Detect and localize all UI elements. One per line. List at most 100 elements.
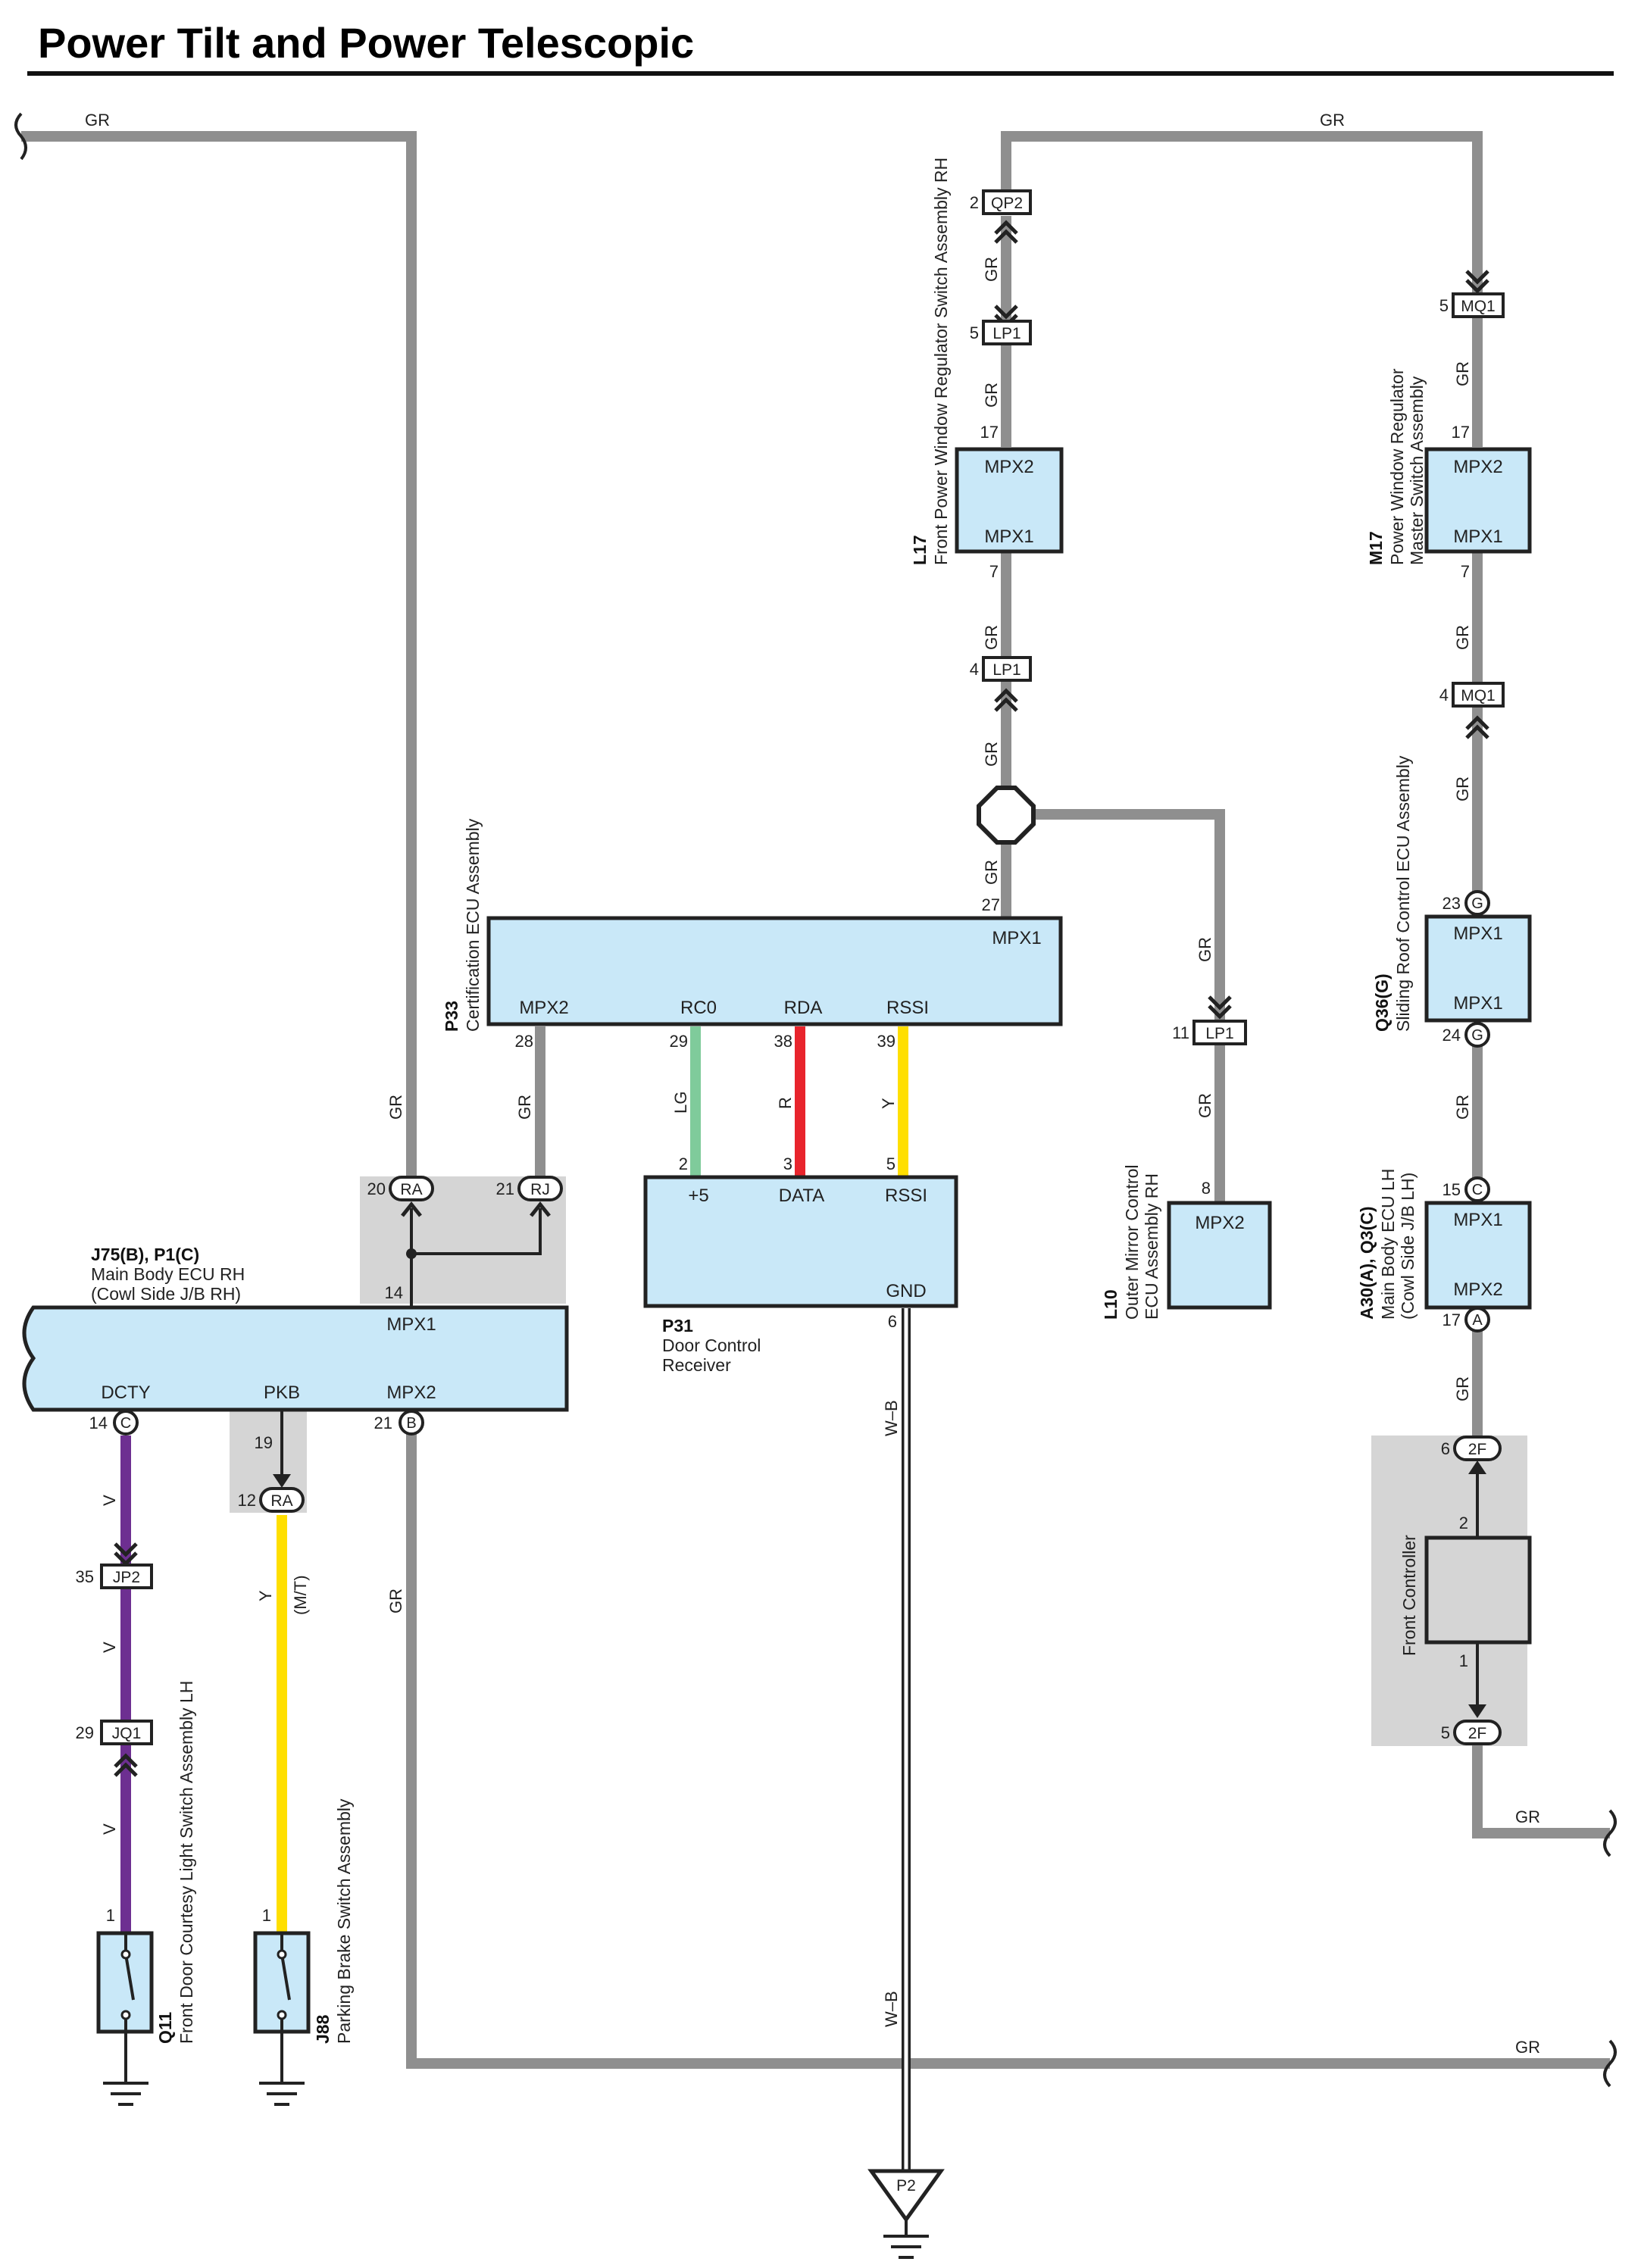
pin-mq1-a: 5 xyxy=(1439,296,1449,315)
chevron-mq1-upper xyxy=(1465,270,1489,294)
label-v1: V xyxy=(100,1495,119,1506)
p31-pin-rssi: 5 xyxy=(886,1154,896,1173)
connector-jq1 xyxy=(100,1720,153,1745)
l17-name: Front Power Window Regulator Switch Asse… xyxy=(931,158,951,565)
label-gr-mq1-q36: GR xyxy=(1453,776,1472,801)
fc-arrow-bottom xyxy=(1468,1704,1486,1718)
ground-p2 xyxy=(883,2220,929,2259)
a30-code: A30(A), Q3(C) xyxy=(1357,1206,1377,1320)
pin-j75-dcty: 14 xyxy=(89,1414,108,1432)
connector-rj-code: RJ xyxy=(530,1181,550,1198)
m17-name-1: Power Window Regulator xyxy=(1387,368,1407,565)
q36-code: Q36(G) xyxy=(1372,973,1392,1032)
label-r: R xyxy=(776,1097,795,1109)
q36-port-top: MPX1 xyxy=(1453,923,1502,944)
q36-box xyxy=(1424,914,1532,1023)
wire-gr-bottom xyxy=(406,1424,1610,2069)
p31-port-data: DATA xyxy=(779,1186,824,1206)
label-gr-j75-bottom: GR xyxy=(386,1589,405,1614)
label-gr-mq1-m17: GR xyxy=(1453,361,1472,386)
l17-pin-top: 17 xyxy=(980,423,999,442)
p31-box xyxy=(643,1175,958,1308)
connector-rj xyxy=(517,1176,563,1201)
ground-q11 xyxy=(103,2032,148,2106)
m17-pin-bottom: 7 xyxy=(1461,562,1470,581)
p33-port-rssi: RSSI xyxy=(886,998,929,1018)
pin-rj: 21 xyxy=(496,1179,514,1198)
pin-lp1-b: 4 xyxy=(970,660,979,679)
j75-pin-mpx1: 14 xyxy=(385,1283,403,1302)
connector-mq1-a-code: MQ1 xyxy=(1461,298,1496,315)
label-gr-p33-rj: GR xyxy=(515,1095,534,1120)
j75-port-pkb: PKB xyxy=(264,1382,300,1403)
fc-arrow-top xyxy=(1468,1460,1486,1474)
p33-port-rda: RDA xyxy=(784,998,823,1018)
pin-a30-bottom: 17 xyxy=(1443,1311,1461,1329)
m17-port-bottom: MPX1 xyxy=(1453,526,1502,547)
l10-name-2: ECU Assembly RH xyxy=(1142,1173,1161,1320)
a30-name-2: (Cowl Side J/B LH) xyxy=(1398,1173,1418,1320)
pin-q36-bottom: 24 xyxy=(1443,1026,1461,1045)
badge-a30-top xyxy=(1464,1176,1490,1202)
p33-pin-rssi: 39 xyxy=(877,1032,896,1051)
connector-ra-bottom-code: RA xyxy=(270,1492,292,1510)
label-v2: V xyxy=(100,1642,119,1653)
connector-ra-top xyxy=(389,1176,434,1201)
badge-j75-mpx2 xyxy=(399,1410,424,1435)
m17-code: M17 xyxy=(1366,531,1386,565)
connector-jp2 xyxy=(100,1564,153,1589)
j75-name-1: Main Body ECU RH xyxy=(91,1264,245,1284)
ground-p2-triangle xyxy=(867,2169,945,2223)
wire-gr-top-left xyxy=(21,131,417,1176)
p33-code: P33 xyxy=(442,1001,461,1032)
pin-j75-mpx2: 21 xyxy=(374,1414,392,1432)
label-gr-top-right: GR xyxy=(1320,111,1345,130)
l10-port: MPX2 xyxy=(1195,1213,1244,1233)
p31-code: P31 xyxy=(662,1316,693,1335)
junction-dot xyxy=(406,1248,417,1259)
j75-port-mpx2: MPX2 xyxy=(386,1382,436,1403)
front-controller-box xyxy=(1424,1535,1532,1645)
label-y-top: Y xyxy=(879,1098,898,1109)
p31-name-1: Door Control xyxy=(662,1335,761,1355)
arrow-rj xyxy=(530,1201,551,1217)
label-gr-lp1-l10: GR xyxy=(1196,1093,1214,1118)
j75-port-dcty: DCTY xyxy=(101,1382,150,1403)
chevron-lp1-l10 xyxy=(1208,995,1232,1020)
label-wb-bottom: W–B xyxy=(882,1991,901,2027)
arrow-pkb xyxy=(273,1474,291,1488)
q11-code: Q11 xyxy=(155,2012,175,2044)
connector-2f-bottom xyxy=(1453,1720,1502,1745)
label-gr-left-vertical: GR xyxy=(386,1095,405,1120)
connector-lp1-a xyxy=(982,320,1032,345)
label-gr-right-exit: GR xyxy=(1515,1807,1540,1826)
pin-lp1-a: 5 xyxy=(970,323,979,342)
p33-port-mpx2: MPX2 xyxy=(519,998,568,1018)
p31-port-gnd: GND xyxy=(886,1281,926,1301)
j75-name-2: (Cowl Side J/B RH) xyxy=(91,1284,241,1304)
ground-j88 xyxy=(259,2032,305,2106)
badge-a30-bottom-code: A xyxy=(1472,1312,1483,1329)
j75-box xyxy=(22,1305,569,1412)
q11-pin: 1 xyxy=(106,1906,115,1925)
a30-port-bottom: MPX2 xyxy=(1453,1279,1502,1300)
badge-q36-bottom xyxy=(1464,1022,1490,1048)
p33-pin-mpx2: 28 xyxy=(515,1032,533,1051)
label-gr-qp2-lp1: GR xyxy=(982,257,1001,282)
front-controller-pin-top: 2 xyxy=(1459,1514,1468,1532)
p2-code: P2 xyxy=(896,2177,916,2195)
a30-port-top: MPX1 xyxy=(1453,1210,1502,1230)
connector-2f-bottom-code: 2F xyxy=(1468,1725,1487,1742)
l10-name-1: Outer Mirror Control xyxy=(1122,1165,1142,1320)
connector-lp1-c-code: LP1 xyxy=(1205,1025,1233,1042)
m17-name-2: Master Switch Assembly xyxy=(1407,376,1427,565)
label-gr-a30-2f: GR xyxy=(1453,1376,1472,1401)
l17-box xyxy=(955,447,1064,554)
pin-q36-top: 23 xyxy=(1443,894,1461,913)
p31-port-p5: +5 xyxy=(688,1186,708,1206)
p33-port-rc0: RC0 xyxy=(680,998,717,1018)
badge-j75-dcty-code: C xyxy=(120,1415,131,1432)
label-v3: V xyxy=(100,1823,119,1835)
label-gr-lp1-splice: GR xyxy=(982,742,1001,767)
